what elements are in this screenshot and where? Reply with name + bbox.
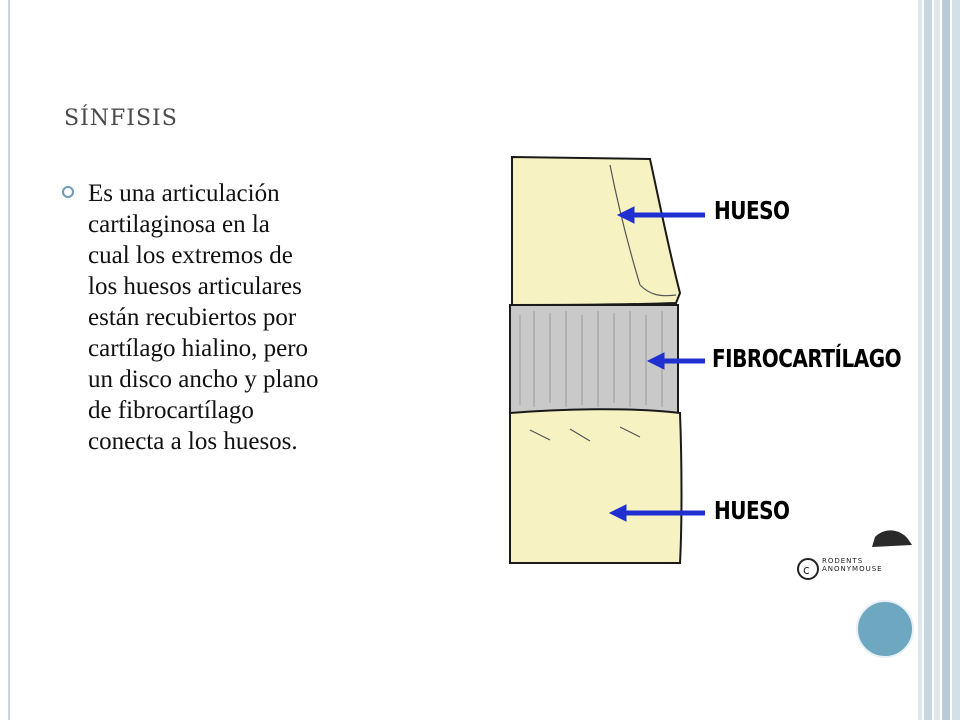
bullet-text: Es una articulación cartilaginosa en la … [88, 180, 319, 455]
right-decorative-frame [918, 0, 960, 720]
symphysis-illustration: c [509, 155, 912, 580]
lower-bone [509, 408, 683, 564]
upper-bone-detail [609, 164, 677, 297]
mouse-logo-icon [872, 530, 912, 547]
lower-bone-detail [529, 426, 641, 442]
label-fibrocartilage: FIBROCARTÍLAGO [712, 343, 902, 373]
slide-title: SÍNFISIS [64, 106, 178, 131]
copyright-icon [797, 558, 819, 580]
decorative-circle [856, 600, 914, 658]
fibrocartilage-disc [509, 304, 679, 414]
arrows [608, 206, 705, 522]
left-border-line [8, 0, 10, 720]
label-upper-bone: HUESO [714, 195, 790, 225]
symphysis-diagram: c HUESO FIBROCARTÍLAGO HUESO RODENTS ANO… [500, 145, 920, 600]
copyright-letter: c [803, 563, 810, 577]
credit-text: RODENTS ANONYMOUSE [822, 557, 883, 573]
arrow-upper-bone-head [616, 206, 635, 224]
upper-bone [511, 155, 682, 307]
bullet-circle-icon [62, 186, 74, 198]
fibrocartilage-texture [519, 311, 663, 407]
bullet-item: Es una articulación cartilaginosa en la … [62, 178, 462, 457]
label-lower-bone: HUESO [714, 495, 790, 525]
arrow-cartilage-head [646, 352, 665, 370]
arrow-lower-bone-head [608, 504, 627, 522]
